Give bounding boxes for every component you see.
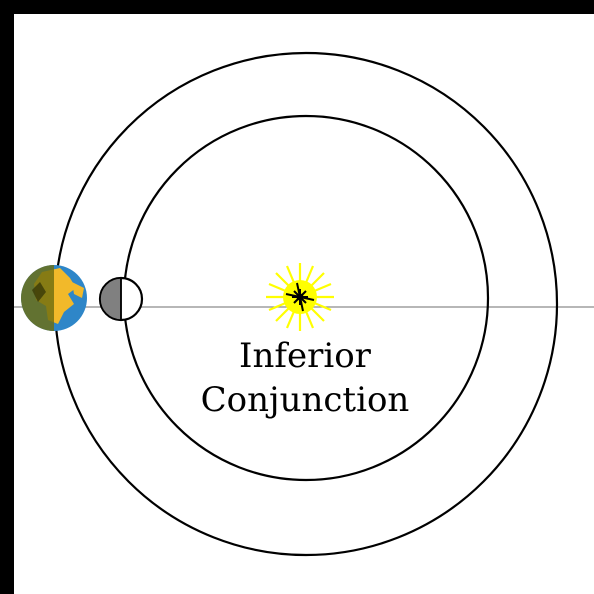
label-line-2: Conjunction xyxy=(150,378,460,422)
half-lit-planet-icon xyxy=(100,278,142,320)
conjunction-label: Inferior Conjunction xyxy=(150,334,460,422)
sun-icon xyxy=(266,263,334,331)
label-line-1: Inferior xyxy=(150,334,460,378)
earth-icon xyxy=(21,265,87,331)
